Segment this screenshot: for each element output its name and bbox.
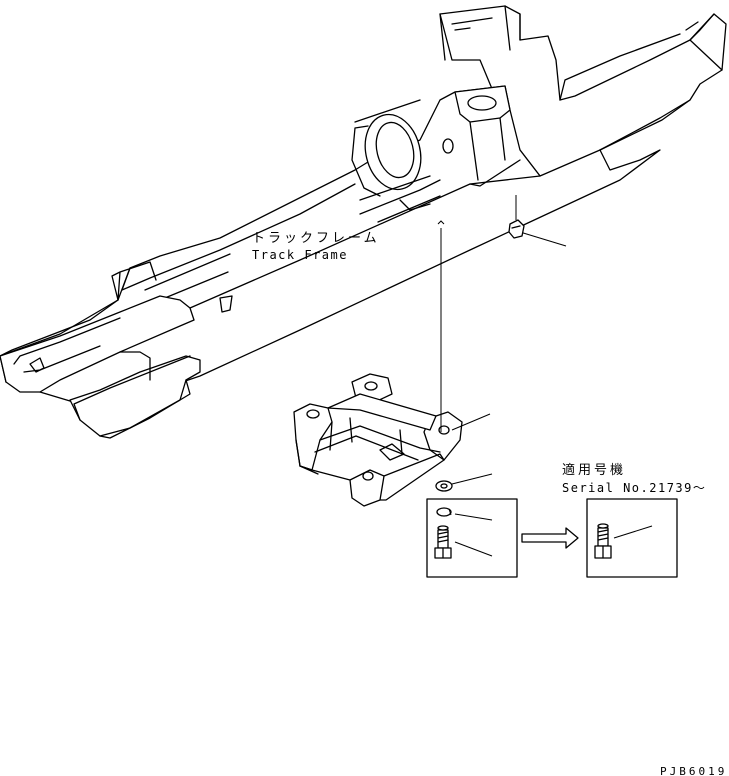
track-frame-drawing xyxy=(0,5,727,439)
leader-lines xyxy=(437,195,567,485)
hex-bolt-icon xyxy=(594,523,612,559)
right-arrow-icon xyxy=(521,527,579,549)
track-frame-label-en: Track Frame xyxy=(252,248,348,262)
hex-bolt-icon xyxy=(434,525,452,559)
serial-heading-jp: 適用号機 xyxy=(562,463,627,478)
serial-range-label: Serial No.21739～ xyxy=(562,481,707,495)
inset-box-old-parts xyxy=(426,498,518,578)
flat-washer-icon xyxy=(435,480,453,492)
split-lock-washer-icon xyxy=(436,507,452,517)
track-frame-label-jp: トラックフレーム xyxy=(252,231,380,246)
guard-bracket-drawing xyxy=(293,373,463,507)
frame-bolt-icon xyxy=(508,219,525,239)
inset-box-new-parts xyxy=(586,498,678,578)
drawing-code: PJB6019 xyxy=(660,765,728,776)
